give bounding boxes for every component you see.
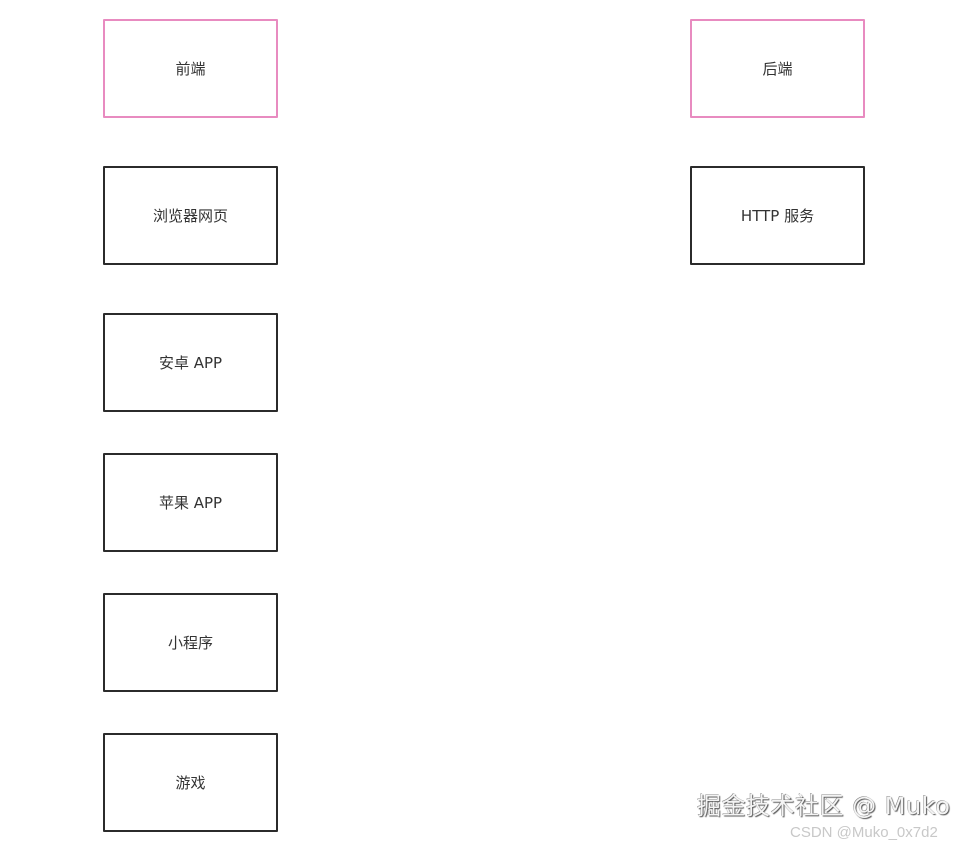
backend-header-label: 后端 <box>762 60 793 78</box>
box-label: 小程序 <box>167 634 213 652</box>
frontend-item-box: 苹果 APP <box>103 453 278 552</box>
box-label: 浏览器网页 <box>152 207 228 225</box>
frontend-item-box: 小程序 <box>103 593 278 692</box>
frontend-item-box: 安卓 APP <box>103 313 278 412</box>
backend-item-box: HTTP 服务 <box>690 166 865 265</box>
watermark-primary: 掘金技术社区 @ Muko <box>697 792 951 820</box>
watermark-secondary: CSDN @Muko_0x7d2 <box>790 824 938 841</box>
frontend-item-box: 游戏 <box>103 733 278 832</box>
box-label: 游戏 <box>175 774 206 792</box>
box-label: 安卓 APP <box>158 354 223 372</box>
frontend-header-label: 前端 <box>175 60 206 78</box>
backend-header-box: 后端 <box>690 19 865 118</box>
box-label: 苹果 APP <box>158 494 223 512</box>
box-label: HTTP 服务 <box>740 207 815 225</box>
frontend-header-box: 前端 <box>103 19 278 118</box>
frontend-item-box: 浏览器网页 <box>103 166 278 265</box>
